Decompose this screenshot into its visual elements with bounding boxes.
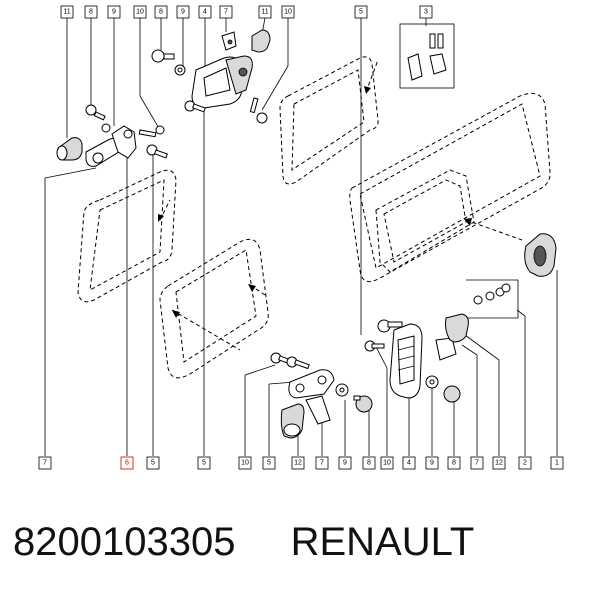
lower-latch-assembly <box>364 313 469 403</box>
exploded-parts-diagram: 11 8 9 10 8 9 4 7 11 10 5 3 7 6 5 5 10 5… <box>38 5 564 470</box>
callout-7-bottom: 7 <box>38 456 52 470</box>
callout-7: 7 <box>219 5 233 19</box>
svg-text:9: 9 <box>112 9 116 16</box>
window-outlines <box>77 56 551 379</box>
screw-set <box>466 279 519 319</box>
svg-text:7: 7 <box>224 9 228 16</box>
svg-text:9: 9 <box>430 460 434 467</box>
callout-8-bottom-b: 8 <box>447 456 461 470</box>
window-handle <box>524 233 557 277</box>
bottom-callout-labels: 7 6 5 5 10 5 12 7 9 8 10 4 9 8 7 12 2 1 <box>38 456 564 470</box>
callout-11b: 11 <box>258 5 272 19</box>
lower-hinge-assembly <box>270 352 373 439</box>
callout-2-bottom: 2 <box>518 456 532 470</box>
svg-text:8: 8 <box>159 9 163 16</box>
callout-6-highlighted: 6 <box>120 456 134 470</box>
svg-text:5: 5 <box>359 9 363 16</box>
clip-set-inset <box>399 23 455 89</box>
callout-4: 4 <box>198 5 212 19</box>
callout-8b: 8 <box>154 5 168 19</box>
svg-text:11: 11 <box>63 9 70 16</box>
callout-3: 3 <box>419 5 433 19</box>
svg-text:1: 1 <box>555 460 559 467</box>
callout-5-bottom: 5 <box>146 456 160 470</box>
callout-1-bottom: 1 <box>550 456 564 470</box>
svg-text:2: 2 <box>523 460 527 467</box>
part-number: 8200103305 <box>13 520 236 564</box>
callout-8-bottom: 8 <box>362 456 376 470</box>
upper-latch-assembly <box>151 29 271 124</box>
svg-text:7: 7 <box>43 460 47 467</box>
svg-text:7: 7 <box>320 460 324 467</box>
brand-name: RENAULT <box>290 520 475 564</box>
svg-text:4: 4 <box>407 460 411 467</box>
callout-9: 9 <box>107 5 121 19</box>
svg-text:10: 10 <box>136 9 144 16</box>
svg-text:7: 7 <box>475 460 479 467</box>
callout-5-bottom-c: 5 <box>262 456 276 470</box>
svg-text:10: 10 <box>383 460 391 467</box>
callout-12-bottom: 12 <box>291 456 305 470</box>
svg-text:12: 12 <box>294 460 302 467</box>
svg-text:8: 8 <box>367 460 371 467</box>
callout-11: 11 <box>60 5 74 19</box>
callout-9-bottom-b: 9 <box>425 456 439 470</box>
callout-10: 10 <box>133 5 147 19</box>
svg-text:4: 4 <box>203 9 207 16</box>
svg-text:5: 5 <box>202 460 206 467</box>
svg-text:9: 9 <box>343 460 347 467</box>
svg-text:8: 8 <box>89 9 93 16</box>
svg-text:11: 11 <box>261 9 268 16</box>
callout-5: 5 <box>354 5 368 19</box>
callout-8: 8 <box>84 5 98 19</box>
svg-text:6: 6 <box>125 460 129 467</box>
callout-7-bottom-c: 7 <box>470 456 484 470</box>
callout-12-bottom-b: 12 <box>492 456 506 470</box>
upper-hinge-assembly <box>56 104 168 167</box>
svg-text:5: 5 <box>151 460 155 467</box>
part-caption: 8200103305 RENAULT <box>13 514 593 570</box>
svg-text:10: 10 <box>241 460 249 467</box>
svg-text:8: 8 <box>452 460 456 467</box>
callout-10-bottom: 10 <box>238 456 252 470</box>
svg-text:12: 12 <box>495 460 503 467</box>
callout-10-bottom-b: 10 <box>380 456 394 470</box>
callout-5-bottom-b: 5 <box>197 456 211 470</box>
callout-9-bottom: 9 <box>338 456 352 470</box>
callout-4-bottom: 4 <box>402 456 416 470</box>
svg-text:3: 3 <box>424 9 428 16</box>
svg-text:10: 10 <box>284 9 292 16</box>
callout-9b: 9 <box>176 5 190 19</box>
svg-text:9: 9 <box>181 9 185 16</box>
svg-text:5: 5 <box>267 460 271 467</box>
top-callout-labels: 11 8 9 10 8 9 4 7 11 10 5 3 <box>60 5 433 19</box>
callout-10b: 10 <box>281 5 295 19</box>
callout-7-bottom-b: 7 <box>315 456 329 470</box>
